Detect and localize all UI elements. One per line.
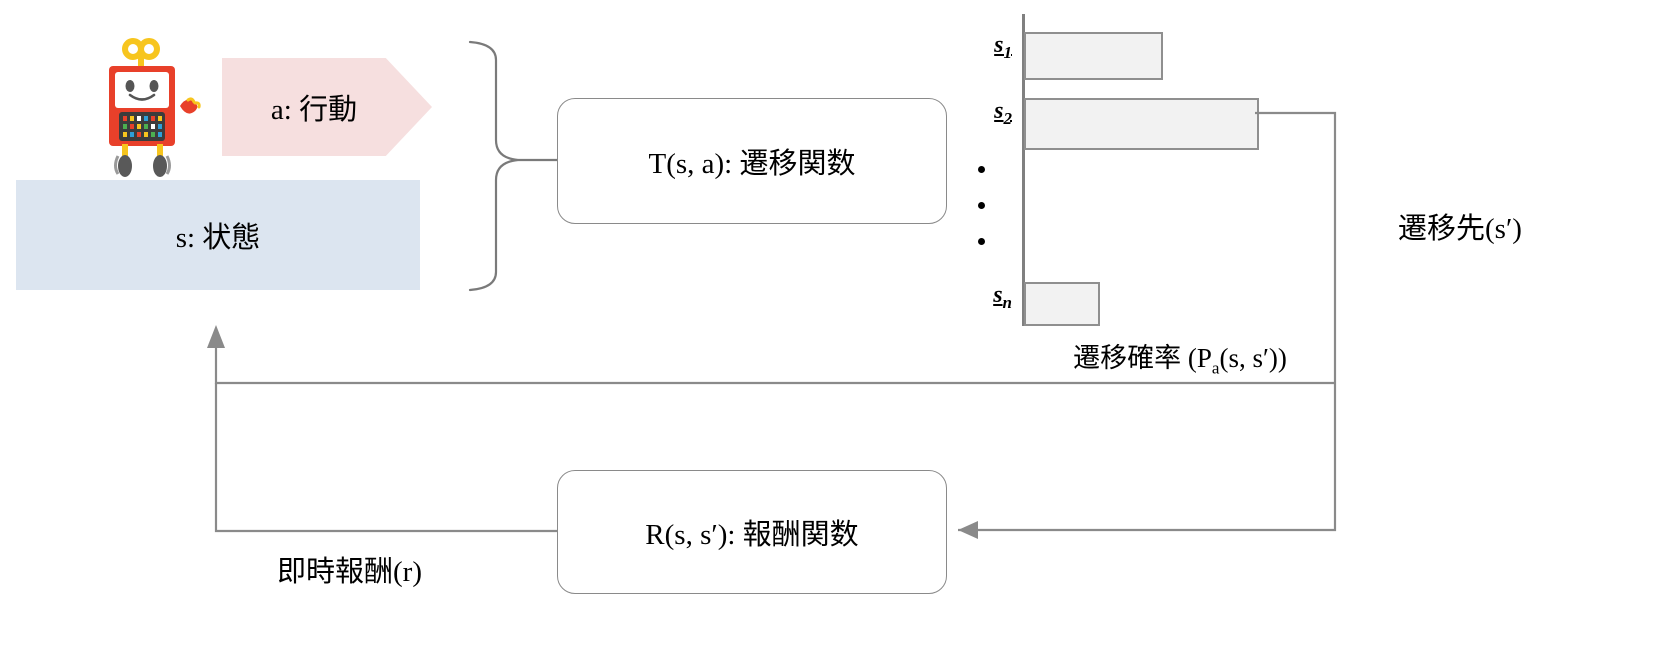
chart-bar: [1024, 98, 1259, 150]
transition-function-box: T(s, a): 遷移関数: [557, 98, 947, 224]
reward-feedback-left-line: [214, 383, 557, 533]
chart-row: s2: [960, 98, 1380, 150]
state-box: s: 状態: [16, 180, 420, 290]
transition-probability-chart: s1 s2 sn 遷移確率 (Pa(s, s′)): [960, 14, 1380, 377]
chart-bar: [1024, 282, 1100, 326]
chart-ellipsis-dot: [978, 238, 985, 245]
chart-ellipsis-dot: [978, 202, 985, 209]
chart-x-axis-label: 遷移確率 (Pa(s, s′)): [1073, 343, 1287, 378]
immediate-reward-label: 即時報酬(r): [277, 556, 422, 588]
chart-row: sn: [960, 282, 1380, 326]
chart-category-label: s2: [994, 98, 1012, 128]
action-arrow-shape: a: 行動: [222, 58, 432, 156]
next-state-label: 遷移先(s′): [1398, 213, 1522, 245]
curly-brace-icon: [468, 40, 519, 292]
reward-function-box: R(s, s′): 報酬関数: [557, 470, 947, 594]
reward-function-label: R(s, s′): 報酬関数: [645, 519, 859, 551]
state-label: s: 状態: [175, 222, 261, 254]
chart-category-label: s1: [994, 32, 1012, 62]
chart-category-label: sn: [993, 282, 1012, 312]
chart-row: s1: [960, 32, 1380, 80]
chart-ellipsis-dot: [978, 166, 985, 173]
arrow-left-icon: [958, 521, 978, 539]
arrow-up-icon: [207, 325, 225, 348]
robot-icon: [92, 38, 202, 178]
chart-bar: [1024, 32, 1163, 80]
transition-function-label: T(s, a): 遷移関数: [648, 148, 856, 180]
action-label: a: 行動: [270, 94, 358, 126]
